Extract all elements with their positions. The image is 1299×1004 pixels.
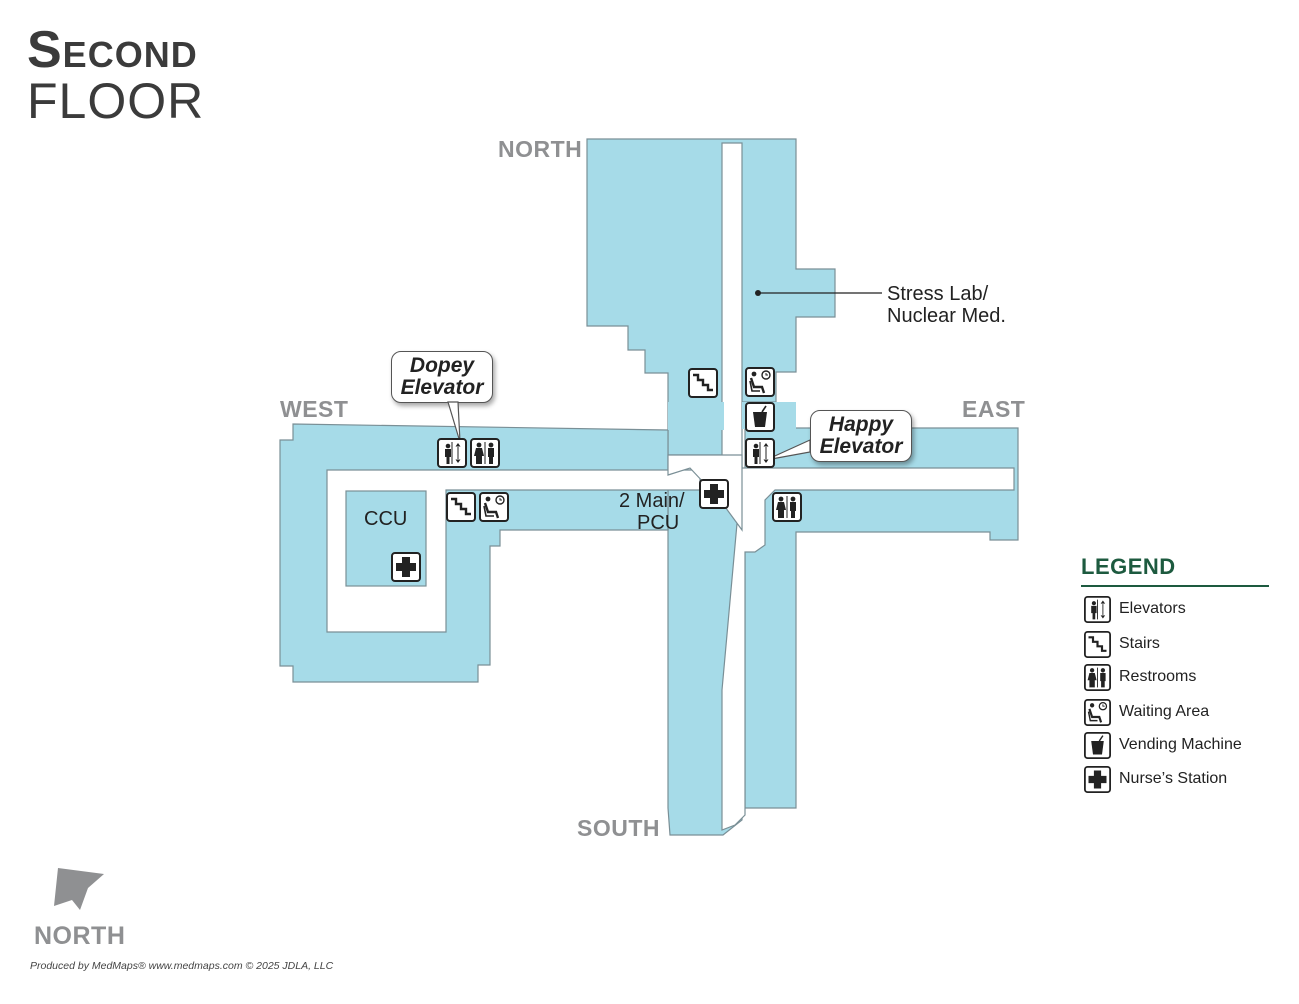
elevator-icon [745,438,775,468]
north-arrow-icon [54,868,104,910]
legend-label-nurse-station: Nurse’s Station [1119,770,1228,787]
legend-item-elevators: Elevators [1084,595,1186,623]
waiting-area-icon [1084,698,1111,726]
happy-callout-pointer [765,439,811,461]
legend-label-elevators: Elevators [1119,600,1186,617]
main-pcu-label-line-2: PCU [637,512,680,534]
restroom-icon [470,438,500,468]
dopey-callout-line-1: Dopey [409,354,475,377]
page-title-line-2: FLOOR [27,73,205,129]
stairs-icon [688,368,718,398]
main-pcu-label-line-1: 2 Main/ [619,490,685,512]
ccu-label: CCU [364,508,408,530]
dopey-elevator-callout: Dopey Elevator [391,351,493,403]
happy-callout-line-2: Elevator [819,435,903,458]
nurse-station-icon [391,552,421,582]
dopey-callout-line-2: Elevator [400,376,484,399]
legend-label-restrooms: Restrooms [1119,668,1197,685]
stress-lab-label-line-1: Stress Lab/ [887,283,989,305]
elevator-icon [1084,595,1111,623]
legend-item-waiting-area: Waiting Area [1084,698,1209,726]
direction-north: NORTH [498,136,583,162]
restroom-icon [772,492,802,522]
legend-item-vending-machine: Vending Machine [1084,731,1242,759]
compass-label: NORTH [34,922,126,950]
legend-label-stairs: Stairs [1119,635,1160,652]
legend-title: LEGEND [1081,554,1176,579]
legend-item-restrooms: Restrooms [1084,663,1196,691]
direction-west: WEST [280,396,349,422]
north-corridor [721,142,743,469]
page-title-line-1: Second [27,21,198,79]
happy-callout-line-1: Happy [828,413,894,436]
legend-item-stairs: Stairs [1084,630,1160,658]
direction-south: SOUTH [577,815,660,841]
stress-lab-label-line-2: Nuclear Med. [887,305,1006,327]
restroom-icon [1084,663,1111,691]
legend-label-waiting-area: Waiting Area [1119,703,1210,720]
legend-item-nurse-station: Nurse’s Station [1084,765,1227,793]
stairs-icon [1084,630,1111,658]
vending-machine-icon [1084,731,1111,759]
east-wing-area [744,427,1019,809]
nurse-station-icon [699,479,729,509]
legend-rule [1081,585,1269,587]
east-corridor [721,467,1015,831]
nurse-station-icon [1084,765,1111,793]
dopey-callout-pointer [447,401,461,443]
waiting-area-icon [745,367,775,397]
footer-credit: Produced by MedMaps® www.medmaps.com © 2… [30,960,334,972]
waiting-area-icon [479,492,509,522]
happy-elevator-callout: Happy Elevator [810,410,912,462]
stairs-icon [446,492,476,522]
elevator-icon [437,438,467,468]
legend-label-vending-machine: Vending Machine [1119,736,1242,753]
direction-east: EAST [962,396,1026,422]
vending-machine-icon [745,402,775,432]
